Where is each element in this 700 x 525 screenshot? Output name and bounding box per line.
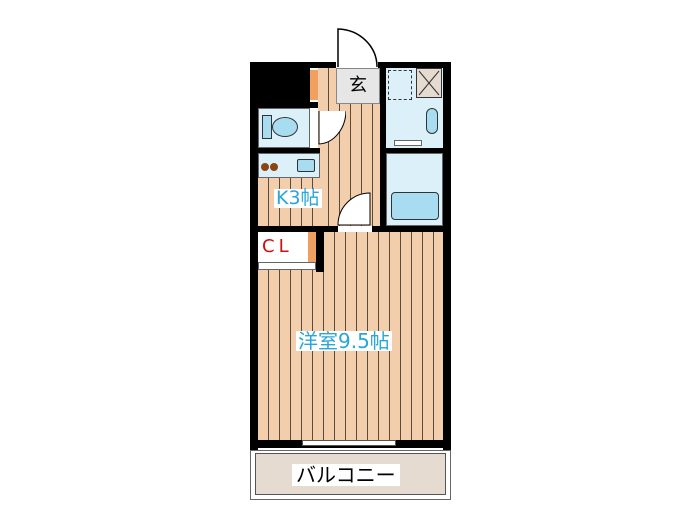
shoe-cabinet [310, 70, 318, 100]
toilet-icon [262, 115, 272, 139]
balcony-label: バルコニー [292, 464, 400, 486]
western-room-label: 洋室9.5帖 [296, 329, 392, 353]
balcony-window [302, 440, 396, 446]
toilet-room [258, 108, 310, 148]
ventilation-icon [416, 68, 442, 98]
bathroom [386, 153, 443, 226]
entrance-door [336, 27, 379, 68]
stove-burner-icon [261, 163, 269, 171]
kitchen-label: K3帖 [274, 187, 322, 209]
closet-door [258, 262, 316, 270]
entrance-area: 玄 [336, 68, 380, 104]
kitchen-counter [258, 153, 320, 178]
door-swing-icon [337, 28, 378, 68]
balcony: バルコニー [250, 450, 451, 500]
sink-icon [297, 159, 315, 172]
entrance-label: 玄 [349, 75, 367, 96]
washer-space-icon [388, 70, 412, 100]
closet-label: CL [262, 236, 293, 257]
toilet-door [318, 110, 347, 146]
bathtub-icon [391, 192, 439, 220]
washroom [386, 68, 443, 148]
wash-basin-icon [426, 108, 438, 134]
room-door [337, 192, 371, 226]
closet: CL [258, 232, 316, 262]
